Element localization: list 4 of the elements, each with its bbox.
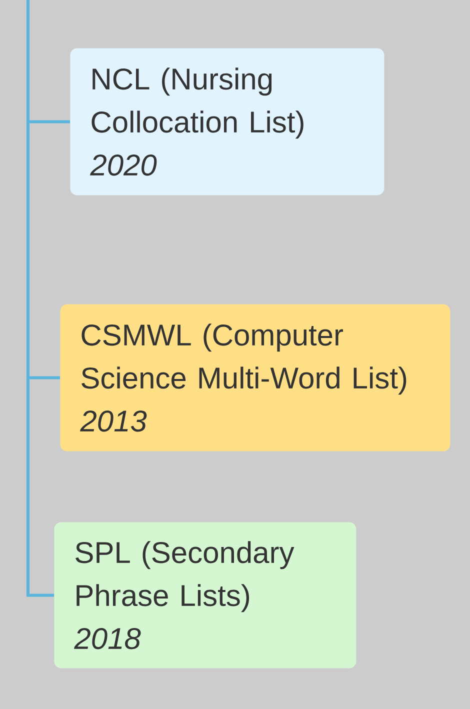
connector-line bbox=[26, 0, 54, 597]
list-box: SPL (Secondary Phrase Lists) 2018 bbox=[54, 522, 356, 668]
list-box: CSMWL (Computer Science Multi-Word List) 2013 bbox=[60, 304, 450, 452]
list-box: NCL (Nursing Collocation List) 2020 bbox=[70, 48, 384, 196]
